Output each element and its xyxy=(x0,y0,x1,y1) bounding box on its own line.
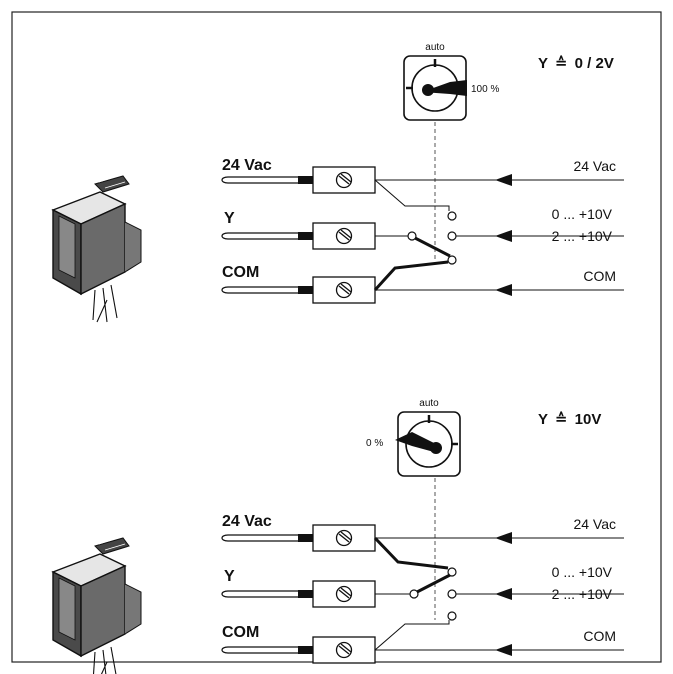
dial-position-label: 0 % xyxy=(366,438,383,449)
switch-blade xyxy=(416,573,451,594)
terminal-signal xyxy=(312,580,376,608)
input-label-supply: 24 Vac xyxy=(573,516,616,532)
input-label-common: COM xyxy=(583,268,616,284)
dial-top-label: auto xyxy=(419,398,439,409)
position-dial xyxy=(403,55,467,121)
wire-label-signal: Y xyxy=(224,568,235,585)
arrow-supply xyxy=(495,174,512,186)
switch-pivot xyxy=(407,231,417,241)
cable-common xyxy=(221,645,314,655)
arrow-common xyxy=(495,644,512,656)
arrow-signal xyxy=(495,588,512,600)
cable-common xyxy=(221,285,314,295)
input-label-supply: 24 Vac xyxy=(573,158,616,174)
contact-2-10v xyxy=(447,589,457,599)
dial-position-label: 100 % xyxy=(471,84,499,95)
wiring-diagram-2: auto 0 % Y ≙ 10V 24 Vac Y COM xyxy=(52,398,624,674)
common-contact xyxy=(447,255,457,265)
contact-0-10v xyxy=(447,211,457,221)
arrow-supply xyxy=(495,532,512,544)
contact-2-10v xyxy=(447,231,457,241)
wire-label-common: COM xyxy=(222,624,259,641)
wire-label-common: COM xyxy=(222,264,259,281)
actuator-icon xyxy=(52,536,142,674)
input-label-range-2: 2 ... +10V xyxy=(552,586,613,602)
supply-jumper xyxy=(373,536,449,570)
dial-top-label: auto xyxy=(425,42,445,53)
common-jumper xyxy=(373,260,449,292)
arrow-common xyxy=(495,284,512,296)
cable-supply xyxy=(221,175,314,185)
cable-supply xyxy=(221,533,314,543)
switch-pivot xyxy=(409,589,419,599)
cable-signal xyxy=(221,589,314,599)
common-contact xyxy=(447,567,457,577)
terminal-common xyxy=(312,636,376,664)
actuator-icon xyxy=(52,174,142,323)
terminal-common xyxy=(312,276,376,304)
input-label-common: COM xyxy=(583,628,616,644)
wire-label-supply: 24 Vac xyxy=(222,513,272,530)
arrow-signal xyxy=(495,230,512,242)
input-label-range-0: 0 ... +10V xyxy=(552,564,613,580)
terminal-supply xyxy=(312,166,376,194)
cable-signal xyxy=(221,231,314,241)
signal-equation: Y ≙ 10V xyxy=(538,411,601,428)
position-dial xyxy=(395,411,461,477)
wiring-diagram-1: auto 100 % Y ≙ 0 / 2V 24 Vac Y COM xyxy=(52,42,624,323)
signal-equation: Y ≙ 0 / 2V xyxy=(538,55,614,72)
terminal-signal xyxy=(312,222,376,250)
terminal-supply xyxy=(312,524,376,552)
input-label-range-0: 0 ... +10V xyxy=(552,206,613,222)
wire-label-signal: Y xyxy=(224,210,235,227)
contact-0-10v xyxy=(447,611,457,621)
input-label-range-2: 2 ... +10V xyxy=(552,228,613,244)
switch-blade xyxy=(414,236,451,258)
wire-label-supply: 24 Vac xyxy=(222,157,272,174)
